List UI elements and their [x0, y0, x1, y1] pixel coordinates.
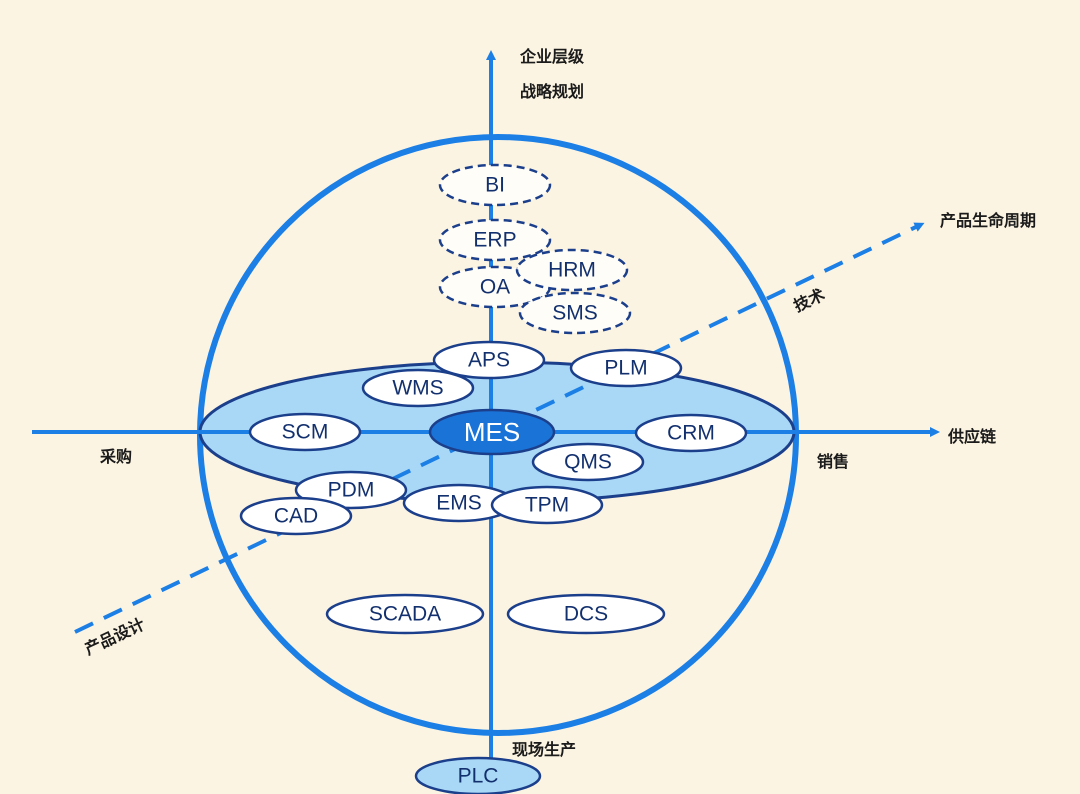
system-node-scm: SCM: [248, 412, 362, 452]
tpm-ellipse: [490, 485, 604, 525]
system-node-crm: CRM: [634, 413, 748, 453]
pdm-ellipse: [294, 470, 408, 510]
wms-label: WMS: [392, 377, 443, 400]
wms-ellipse: [361, 368, 475, 408]
system-node-bi: BI: [438, 163, 552, 207]
hrm-label: HRM: [548, 259, 596, 282]
system-node-plc: PLC: [414, 756, 542, 794]
system-node-plm: PLM: [569, 348, 683, 388]
cad-ellipse: [239, 496, 353, 536]
plm-label: PLM: [604, 357, 647, 380]
system-node-scada: SCADA: [325, 593, 485, 635]
qms-ellipse: [531, 442, 645, 482]
plc-ellipse: [414, 756, 542, 794]
plc-label: PLC: [458, 765, 499, 788]
label-sales: 销售: [817, 452, 849, 471]
bi-ellipse: [438, 163, 552, 207]
system-node-aps: APS: [432, 340, 546, 380]
aps-label: APS: [468, 349, 510, 372]
oa-label: OA: [480, 276, 510, 299]
pdm-label: PDM: [328, 479, 375, 502]
crm-label: CRM: [667, 422, 715, 445]
label-enterprise-level: 企业层级: [519, 47, 585, 66]
label-technology: 技术: [791, 285, 828, 316]
system-node-sms: SMS: [518, 291, 632, 335]
label-product-design: 产品设计: [82, 614, 148, 658]
label-strategic-planning: 战略规划: [520, 82, 584, 101]
label-supply-chain: 供应链: [947, 427, 997, 446]
system-node-erp: ERP: [438, 218, 552, 262]
system-node-mes: MES: [428, 408, 556, 456]
scada-ellipse: [325, 593, 485, 635]
dcs-ellipse: [506, 593, 666, 635]
system-node-cad: CAD: [239, 496, 353, 536]
system-node-hrm: HRM: [515, 248, 629, 292]
scm-label: SCM: [282, 421, 329, 444]
bi-label: BI: [485, 174, 505, 197]
system-node-qms: QMS: [531, 442, 645, 482]
erp-ellipse: [438, 218, 552, 262]
mes-label: MES: [464, 417, 520, 447]
label-product-lifecycle: 产品生命周期: [940, 211, 1036, 230]
tpm-label: TPM: [525, 494, 569, 517]
crm-ellipse: [634, 413, 748, 453]
erp-label: ERP: [473, 229, 516, 252]
sms-ellipse: [518, 291, 632, 335]
plm-ellipse: [569, 348, 683, 388]
system-node-dcs: DCS: [506, 593, 666, 635]
label-procurement: 采购: [99, 447, 132, 466]
scm-ellipse: [248, 412, 362, 452]
scada-label: SCADA: [369, 603, 441, 626]
system-node-tpm: TPM: [490, 485, 604, 525]
hrm-ellipse: [515, 248, 629, 292]
qms-label: QMS: [564, 451, 612, 474]
aps-ellipse: [432, 340, 546, 380]
ems-label: EMS: [436, 492, 482, 515]
system-node-pdm: PDM: [294, 470, 408, 510]
sms-label: SMS: [552, 302, 598, 325]
system-node-wms: WMS: [361, 368, 475, 408]
cad-label: CAD: [274, 505, 318, 528]
diagonal-lifecycle-axis: [74, 222, 925, 634]
mes-ellipse: [428, 408, 556, 456]
system-node-ems: EMS: [402, 483, 516, 523]
dcs-label: DCS: [564, 603, 608, 626]
label-shop-floor: 现场生产: [512, 740, 576, 759]
